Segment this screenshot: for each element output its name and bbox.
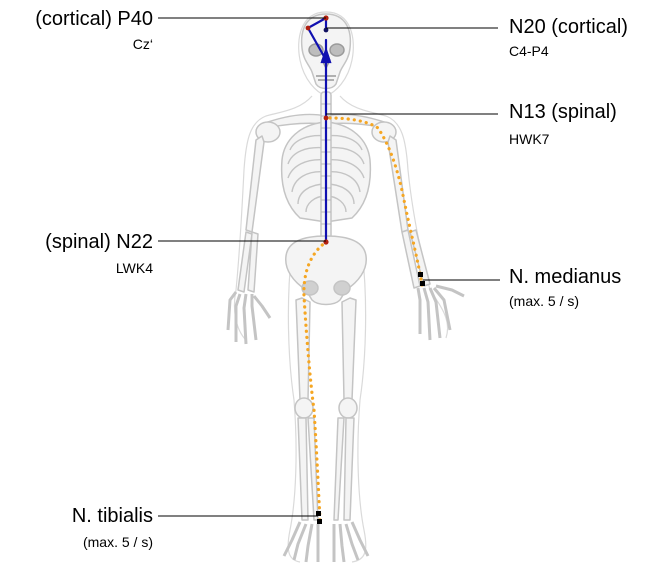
left-foot xyxy=(282,521,320,563)
right-forearm xyxy=(401,229,431,289)
label-p40-sub: Cz‘ xyxy=(132,36,153,52)
left-humerus xyxy=(245,135,265,233)
label-n13-sub: HWK7 xyxy=(509,131,550,147)
stim-tibialis-1 xyxy=(316,511,321,516)
pathway-arrowhead xyxy=(320,46,332,64)
electrode-lwk4 xyxy=(323,239,329,245)
label-tibialis-title: N. tibialis xyxy=(71,505,153,527)
stim-tibialis-2 xyxy=(317,519,322,524)
left-forearm xyxy=(237,231,259,293)
label-n20-title: N20 (cortical) xyxy=(509,16,628,38)
label-medianus-sub: (max. 5 / s) xyxy=(509,293,580,309)
leader-lines xyxy=(158,17,500,517)
median-nerve-path xyxy=(328,116,424,287)
electrode-p40-ref xyxy=(305,25,311,31)
right-femur xyxy=(341,297,357,401)
label-n20-sub: C4-P4 xyxy=(509,43,549,59)
right-humerus xyxy=(387,135,409,233)
tibial-nerve-path xyxy=(302,240,328,522)
right-tibia xyxy=(333,417,355,521)
label-medianus-title: N. medianus xyxy=(509,266,622,288)
right-eye-socket xyxy=(329,43,345,57)
stim-medianus-1 xyxy=(418,272,423,277)
right-foot xyxy=(332,521,370,563)
skeleton xyxy=(226,13,465,563)
electrode-c4 xyxy=(323,27,329,33)
label-n13-title: N13 (spinal) xyxy=(509,101,617,123)
label-n22-sub: LWK4 xyxy=(115,260,153,276)
right-hand xyxy=(416,284,465,341)
left-hand xyxy=(226,291,272,345)
blue-pathways xyxy=(306,16,332,244)
label-p40-title: (cortical) P40 xyxy=(35,8,153,30)
label-tibialis-sub: (max. 5 / s) xyxy=(82,534,153,550)
pelvis xyxy=(285,235,367,306)
label-n22-title: (spinal) N22 xyxy=(45,231,153,253)
stim-medianus-2 xyxy=(420,281,425,286)
electrode-hwk7 xyxy=(323,115,329,121)
cortical-line-p40 xyxy=(306,26,328,62)
orange-pathways xyxy=(302,116,424,522)
